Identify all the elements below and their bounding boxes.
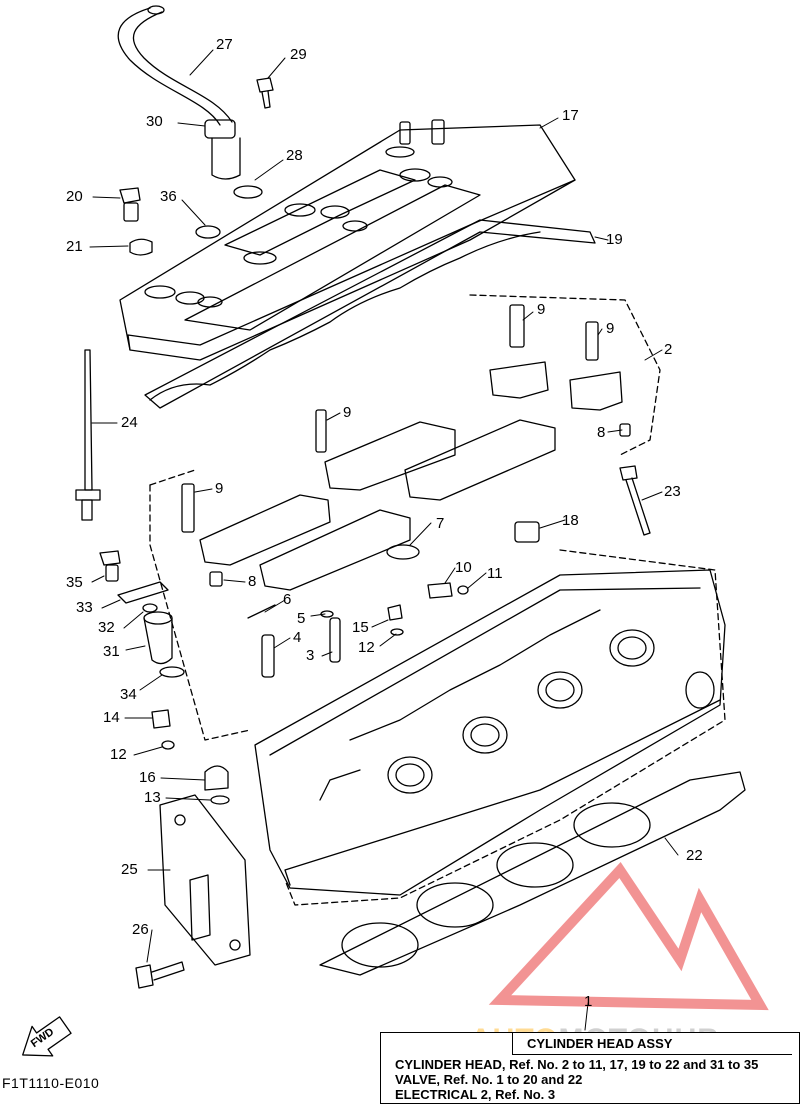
- callout-10: 10: [455, 559, 472, 576]
- callout-26: 26: [132, 921, 149, 938]
- fwd-arrow-icon: [22, 1016, 72, 1057]
- sleeve-31: [143, 611, 173, 665]
- callout-27: 27: [216, 36, 233, 53]
- callout-31: 31: [103, 643, 120, 660]
- callout-5: 5: [297, 610, 306, 627]
- callout-8-a: 8: [597, 424, 606, 441]
- cylinder-head-body: [254, 569, 726, 896]
- callout-12-b: 12: [110, 746, 127, 763]
- callout-14: 14: [103, 709, 120, 726]
- bolt-29: [256, 77, 274, 109]
- washer-13: [210, 795, 230, 805]
- callout-32: 32: [98, 619, 115, 636]
- cap-nut-16: [204, 765, 229, 791]
- seal-7: [386, 544, 420, 560]
- callout-19: 19: [606, 231, 623, 248]
- callout-28: 28: [286, 147, 303, 164]
- callout-16: 16: [139, 769, 156, 786]
- washer-32: [142, 603, 158, 613]
- bracket-25: [159, 794, 251, 966]
- washer-11: [457, 585, 469, 595]
- callout-17: 17: [562, 107, 579, 124]
- callout-35: 35: [66, 574, 83, 591]
- breather-hose-27: [117, 5, 263, 199]
- watermark-logo-icon: [488, 861, 769, 1011]
- bolt-20: [119, 187, 141, 222]
- callout-18: 18: [562, 512, 579, 529]
- callout-9-c: 9: [343, 404, 352, 421]
- bolt-10: [427, 582, 453, 599]
- callout-7: 7: [436, 515, 445, 532]
- bolt-35: [99, 550, 121, 582]
- callout-23: 23: [664, 483, 681, 500]
- valve-parts: [247, 604, 404, 678]
- callout-25: 25: [121, 861, 138, 878]
- plug-36: [195, 225, 221, 239]
- dowel-18: [514, 521, 540, 543]
- camshaft-cap-group-2: [149, 294, 661, 741]
- cylinder-head-gasket-22: [319, 771, 746, 976]
- info-box-title: CYLINDER HEAD ASSY: [512, 1033, 792, 1055]
- head-cover-gasket-19: [144, 219, 596, 409]
- info-line-cylinder-head: CYLINDER HEAD, Ref. No. 2 to 11, 17, 19 …: [395, 1057, 759, 1072]
- callout-15: 15: [352, 619, 369, 636]
- document-code: F1T1110-E010: [2, 1075, 100, 1091]
- head-group-outline: [284, 549, 726, 906]
- cylinder-head-cover-17: [119, 119, 576, 361]
- dipstick-24: [75, 349, 101, 521]
- info-line-electrical: ELECTRICAL 2, Ref. No. 3: [395, 1087, 556, 1102]
- callout-36: 36: [160, 188, 177, 205]
- callout-33: 33: [76, 599, 93, 616]
- callout-21: 21: [66, 238, 83, 255]
- callout-12-a: 12: [358, 639, 375, 656]
- callout-30: 30: [146, 113, 163, 130]
- info-line-valve: VALVE, Ref. No. 1 to 20 and 22: [395, 1072, 583, 1087]
- callout-4: 4: [293, 629, 302, 646]
- callout-3: 3: [306, 647, 315, 664]
- callout-11: 11: [487, 565, 503, 582]
- callout-13: 13: [144, 789, 161, 806]
- callout-9-d: 9: [215, 480, 224, 497]
- gasket-33: [117, 581, 169, 604]
- parts-info-box: CYLINDER HEAD ASSY CYLINDER HEAD, Ref. N…: [380, 1032, 800, 1104]
- bolt-26: [135, 961, 185, 989]
- callout-9-a: 9: [537, 301, 546, 318]
- nut-14: [151, 709, 171, 729]
- washer-12: [161, 740, 175, 750]
- callout-22: 22: [686, 847, 703, 864]
- callout-2: 2: [664, 341, 673, 358]
- grommet-21: [129, 238, 153, 256]
- callout-20: 20: [66, 188, 83, 205]
- callout-34: 34: [120, 686, 137, 703]
- camshaft-caps: [181, 304, 631, 591]
- callout-1: 1: [584, 993, 593, 1010]
- callout-6: 6: [283, 591, 292, 608]
- callout-29: 29: [290, 46, 307, 63]
- long-bolt-23: [619, 465, 651, 536]
- callout-24: 24: [121, 414, 138, 431]
- callout-9-b: 9: [606, 320, 615, 337]
- callout-8-b: 8: [248, 573, 257, 590]
- leader-lines: [89, 49, 679, 1031]
- o-ring-34: [159, 666, 185, 678]
